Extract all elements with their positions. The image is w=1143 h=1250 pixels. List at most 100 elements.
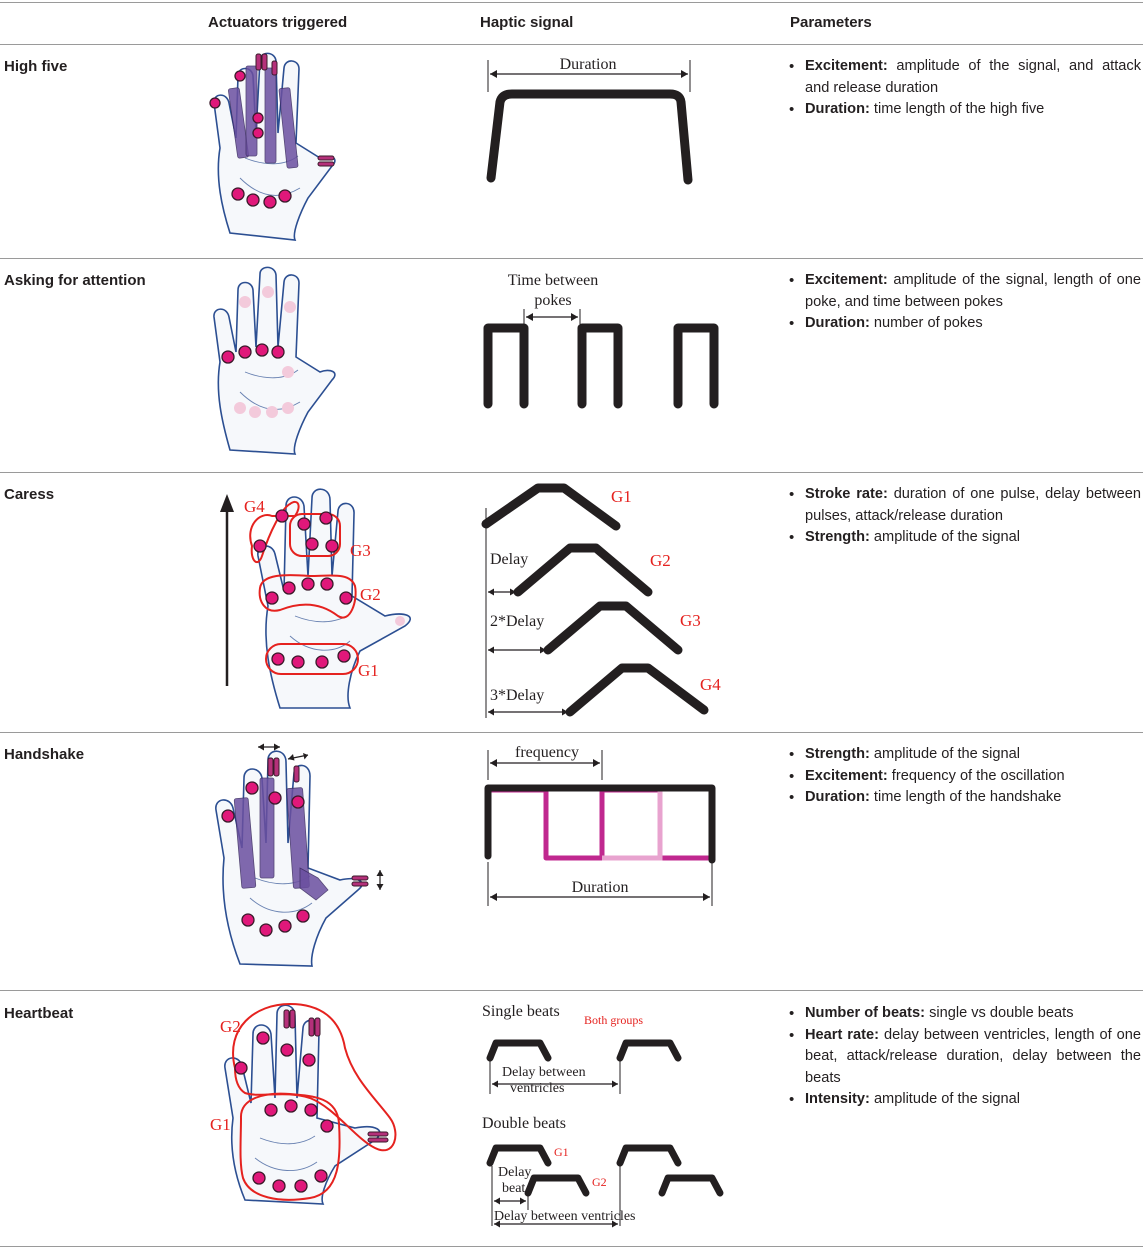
delay-label: Delay <box>490 551 528 568</box>
actuator-tip <box>351 881 369 887</box>
actuator <box>278 189 292 203</box>
actuator <box>294 1179 308 1193</box>
actuator <box>268 791 282 805</box>
label-g2: G2 <box>220 1017 241 1036</box>
row-rule <box>0 732 1143 733</box>
actuator <box>282 581 296 595</box>
params-attention: Excitement: amplitude of the signal, len… <box>787 270 1141 335</box>
group-outline-g4 <box>249 500 300 564</box>
actuator <box>265 591 279 605</box>
double-label-g2: G2 <box>592 1175 607 1189</box>
actuator <box>255 343 269 357</box>
param-item: Excitement: amplitude of the signal, len… <box>787 270 1141 313</box>
header-actuators: Actuators triggered <box>208 14 348 31</box>
header-rule <box>0 44 1143 45</box>
param-item: Heart rate: delay between ventricles, le… <box>787 1025 1141 1090</box>
param-item: Duration: number of pokes <box>787 313 1141 335</box>
param-item: Duration: time length of the high five <box>787 99 1141 121</box>
signal-envelope <box>484 784 716 864</box>
actuator-strip <box>245 65 258 157</box>
beat-label: beat <box>502 1181 525 1196</box>
pulse-g2 <box>513 543 653 597</box>
actuator-strip <box>233 797 257 889</box>
actuator <box>280 1043 294 1057</box>
table-bottom-rule <box>0 1246 1143 1247</box>
actuator <box>234 1061 248 1075</box>
poke-2 <box>577 323 623 409</box>
param-item: Stroke rate: duration of one pulse, dela… <box>787 484 1141 527</box>
actuator <box>246 193 260 207</box>
actuator <box>252 1171 266 1185</box>
actuator <box>320 577 334 591</box>
gesture-handshake: Handshake <box>4 746 85 763</box>
signal-attention: Time between pokes <box>483 272 719 409</box>
actuator <box>252 127 264 139</box>
actuator <box>315 655 329 669</box>
table-top-rule <box>0 2 1143 3</box>
signal-handshake: frequency Duration <box>484 744 716 906</box>
actuator-tip <box>367 1131 389 1137</box>
actuator-tip <box>267 757 274 777</box>
actuator <box>291 795 305 809</box>
actuator <box>209 97 221 109</box>
signal-heartbeat: Single beats Both groups Delay between v… <box>482 1003 724 1228</box>
params-high-five: Excitement: amplitude of the signal, and… <box>787 56 1141 121</box>
hand-heartbeat: G2 G1 <box>210 1002 397 1205</box>
actuator-tip <box>314 1017 321 1037</box>
actuator-strip <box>259 777 275 879</box>
double-beats-label: Double beats <box>482 1115 566 1132</box>
actuator-tip <box>261 53 268 71</box>
gesture-heartbeat: Heartbeat <box>4 1005 74 1022</box>
params-handshake: Strength: amplitude of the signal Excite… <box>787 744 1141 809</box>
delay-beat-label: Delay <box>498 1165 531 1180</box>
actuator-tip <box>308 1017 315 1037</box>
actuator-tip <box>317 155 335 161</box>
actuator <box>325 539 339 553</box>
actuator <box>253 539 267 553</box>
single-beats-label: Single beats <box>482 1003 560 1020</box>
double-beat-g1-b <box>616 1144 682 1167</box>
actuator <box>271 345 285 359</box>
row-rule <box>0 258 1143 259</box>
actuator <box>314 1169 328 1183</box>
header-parameters: Parameters <box>790 14 872 31</box>
hand-high-five <box>209 52 336 241</box>
params-caress: Stroke rate: duration of one pulse, dela… <box>787 484 1141 549</box>
single-beat-1 <box>486 1039 552 1062</box>
actuator <box>272 1179 286 1193</box>
actuator <box>319 511 333 525</box>
actuator-tip <box>317 161 335 167</box>
signal-high-five: Duration <box>486 56 693 185</box>
actuator-strip <box>228 87 249 159</box>
param-item: Excitement: frequency of the oscillation <box>787 766 1141 788</box>
row-rule <box>0 472 1143 473</box>
actuator <box>304 1103 318 1117</box>
group-outline-g2 <box>258 574 357 619</box>
actuator-tip <box>293 765 300 783</box>
hand-outline <box>215 750 363 967</box>
frequency-label: frequency <box>515 744 579 761</box>
actuator-tip <box>289 1009 296 1029</box>
gesture-high-five: High five <box>4 58 68 75</box>
duration-label: Duration <box>560 56 617 73</box>
hand-caress: G4 G3 G2 G1 <box>220 488 411 709</box>
actuator-tip <box>273 757 280 777</box>
actuator <box>221 809 235 823</box>
actuator <box>234 70 246 82</box>
oscillation-wave <box>485 787 712 861</box>
actuator <box>302 1053 316 1067</box>
group-outline-g2 <box>232 1002 397 1152</box>
signal-label-g3: G3 <box>680 611 701 630</box>
signal-label-g2: G2 <box>650 551 671 570</box>
label-g1: G1 <box>210 1115 231 1134</box>
actuator <box>301 577 315 591</box>
param-item: Strength: amplitude of the signal <box>787 527 1141 549</box>
label-g2: G2 <box>360 585 381 604</box>
param-item: Number of beats: single vs double beats <box>787 1003 1141 1025</box>
double-delay-label: Delay between ventricles <box>494 1209 636 1224</box>
hand-handshake <box>215 743 384 967</box>
actuator-tip <box>271 60 278 76</box>
pulse-g4 <box>565 663 709 717</box>
actuator <box>291 655 305 669</box>
param-item: Excitement: amplitude of the signal, and… <box>787 56 1141 99</box>
